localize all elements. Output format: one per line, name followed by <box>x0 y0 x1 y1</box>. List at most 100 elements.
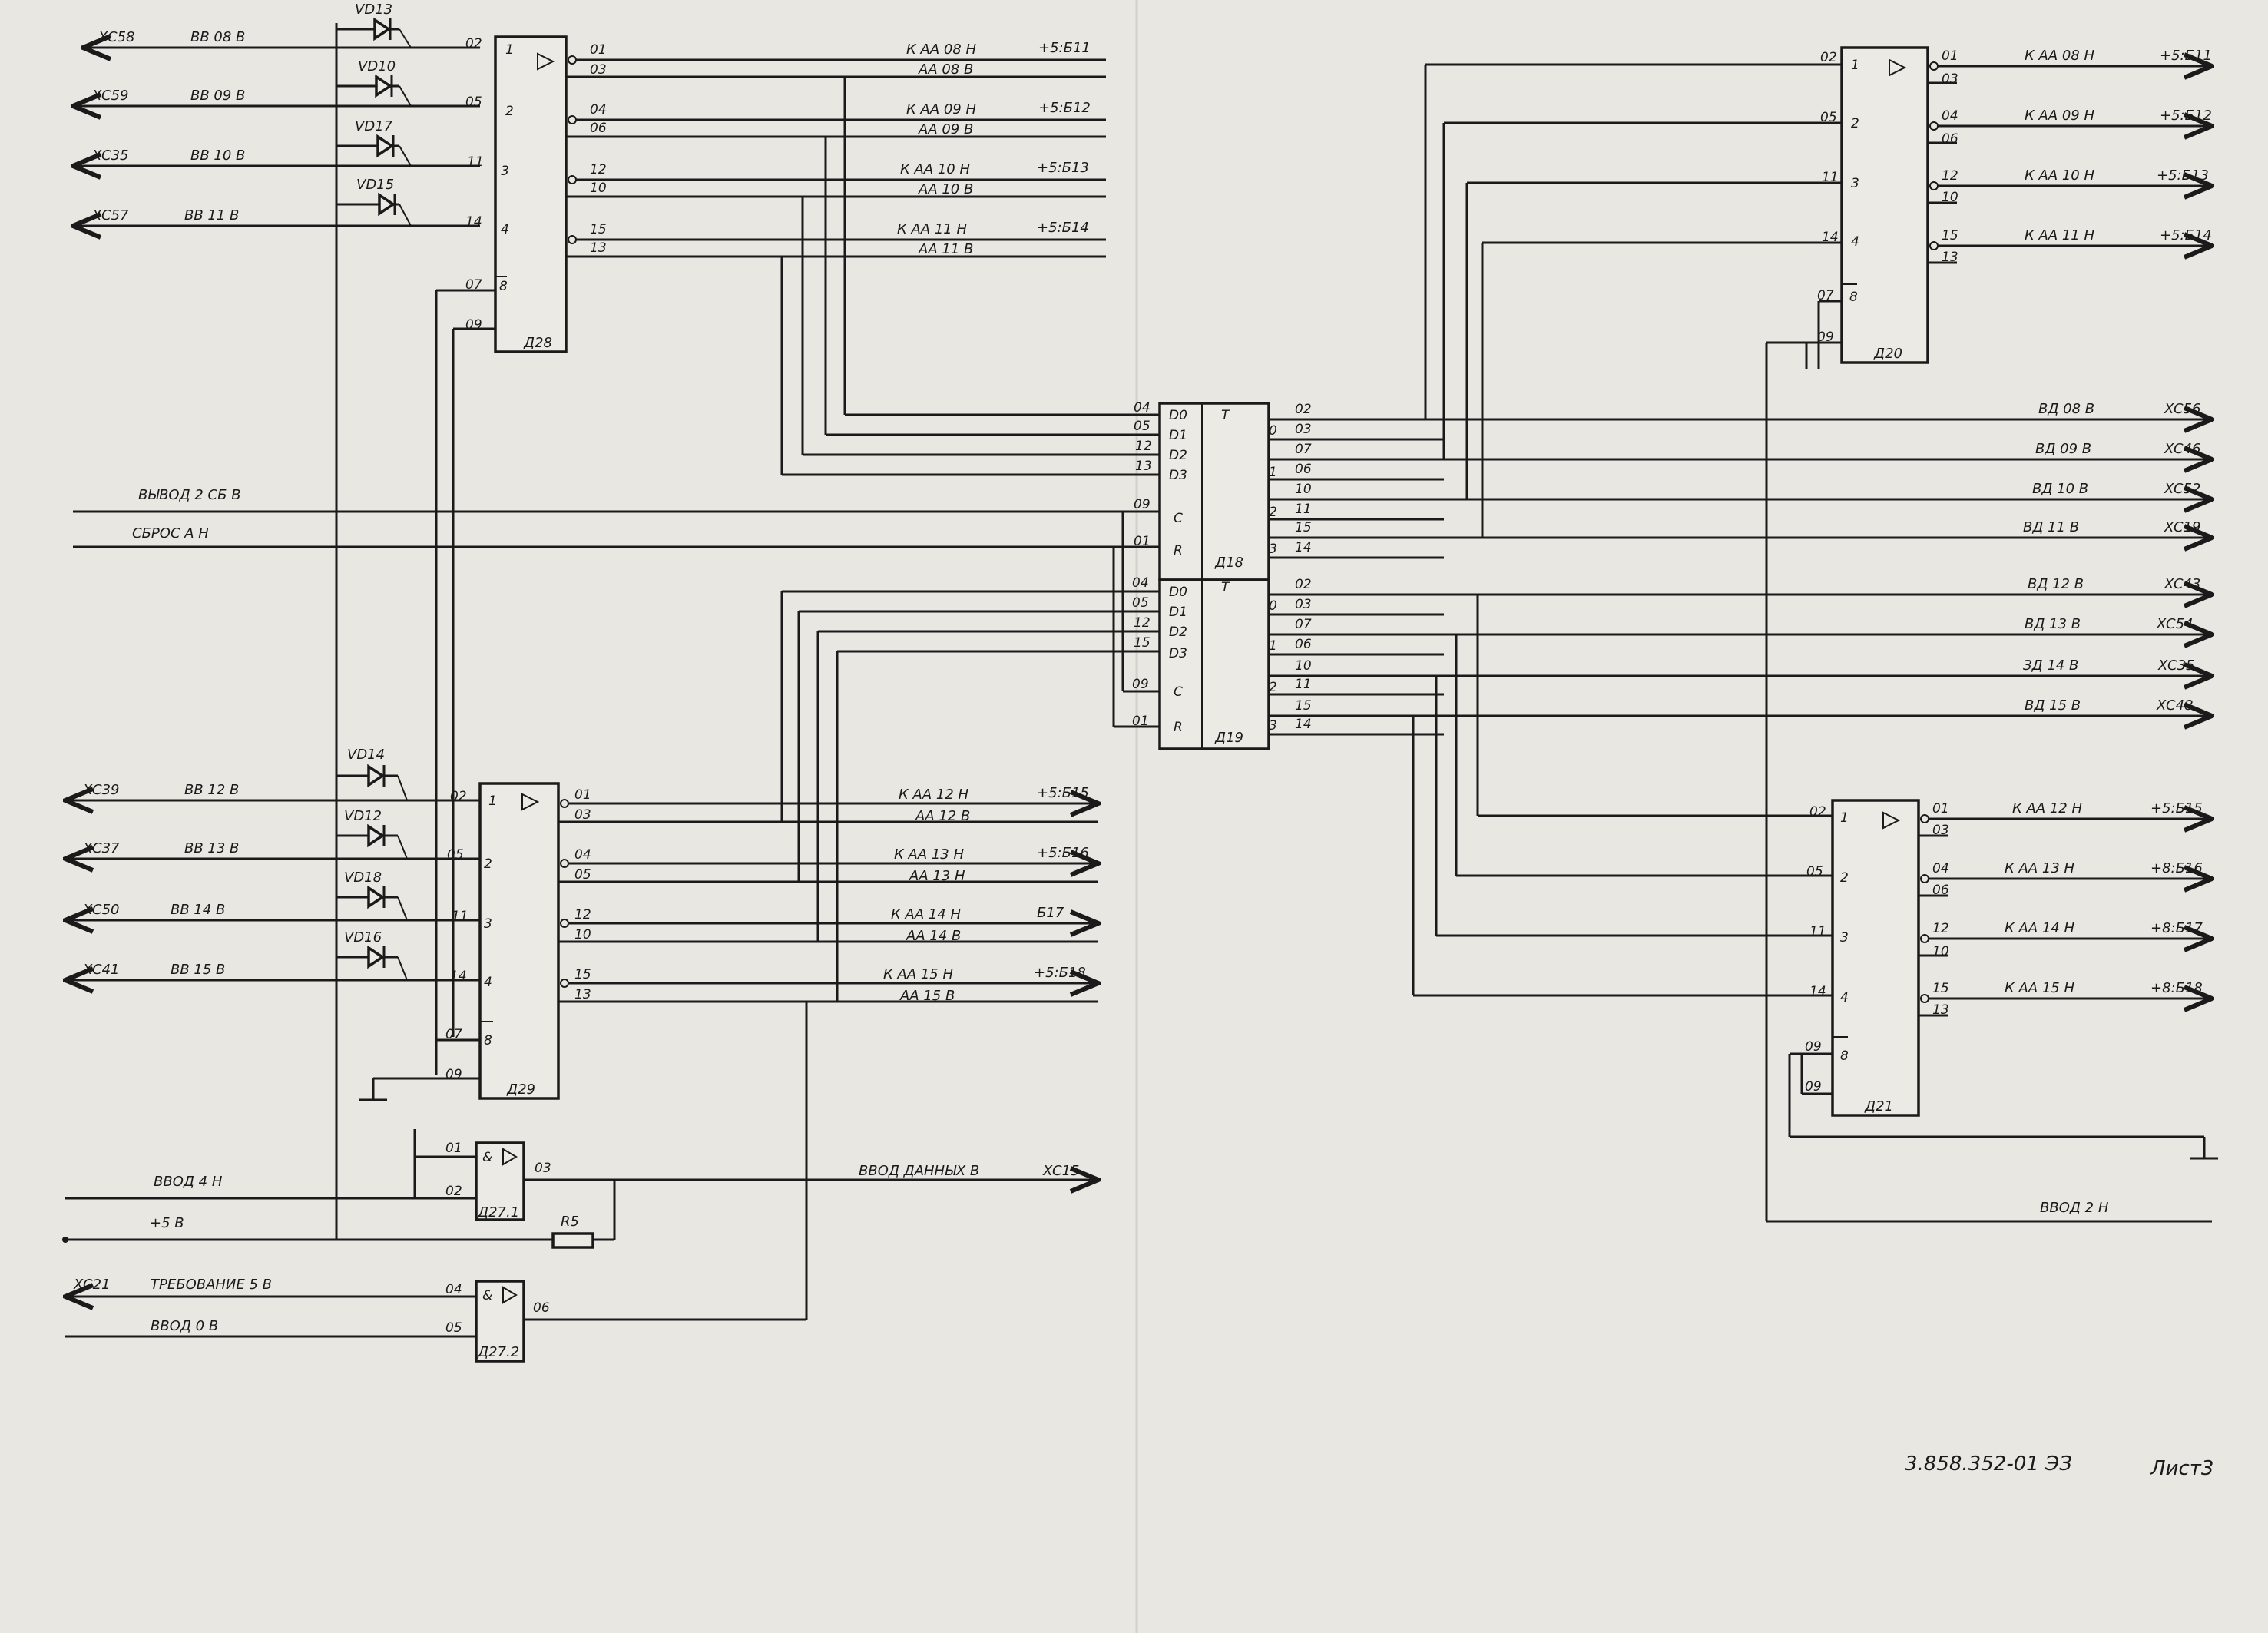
vd-conn-3: XC19 <box>2164 519 2201 535</box>
kaa-left-to-1: +5:Б12 <box>1038 100 1091 116</box>
signal-vvod-data-conn: XC15 <box>1042 1163 1080 1179</box>
kaa-left-a-5: АА 13 Н <box>909 868 965 884</box>
svg-text:D2: D2 <box>1169 624 1187 640</box>
svg-text:2: 2 <box>1851 116 1859 131</box>
kaa-left-k-6: К АА 14 Н <box>891 906 961 922</box>
d271-wires: R5 ВВОД 4 Н +5 В ВВОД ДАННЫХ В XC15 <box>62 1129 1098 1249</box>
svg-text:3: 3 <box>1851 176 1859 191</box>
kaa-right-to-4: +5:Б15 <box>2150 800 2203 816</box>
svg-text:8: 8 <box>499 279 508 294</box>
kaa-right-to-0: +5:Б11 <box>2160 48 2212 64</box>
buffer-icon <box>1889 58 1907 77</box>
svg-text:4: 4 <box>484 975 492 990</box>
svg-text:10: 10 <box>1932 944 1949 959</box>
kaa-left-k-2: К АА 10 Н <box>900 161 970 177</box>
input-signal-5: ВВ 13 В <box>184 840 239 856</box>
buffer-icon <box>521 793 540 811</box>
svg-text:14: 14 <box>450 969 467 984</box>
input-signal-6: ВВ 14 В <box>171 902 225 918</box>
svg-text:06: 06 <box>1295 462 1312 477</box>
diode-label-6: VD18 <box>344 869 382 886</box>
svg-text:07: 07 <box>1295 442 1312 457</box>
input-conn-4: XC39 <box>82 782 120 798</box>
svg-text:10: 10 <box>1295 482 1312 497</box>
kaa-right-to-6: +8:Б17 <box>2150 920 2203 936</box>
svg-text:02: 02 <box>445 1184 462 1199</box>
svg-text:09: 09 <box>445 1067 462 1082</box>
svg-text:10: 10 <box>1942 190 1958 205</box>
svg-text:0: 0 <box>1269 423 1277 439</box>
signal-plus5: +5 В <box>150 1215 184 1231</box>
svg-text:04: 04 <box>1932 861 1949 876</box>
vd-conn-6: XC35 <box>2157 658 2195 674</box>
svg-text:03: 03 <box>1932 823 1949 838</box>
chip-label-d29: Д29 <box>506 1081 535 1098</box>
kaa-right-k-3: К АА 11 Н <box>2025 227 2094 243</box>
svg-text:15: 15 <box>1942 228 1958 243</box>
svg-text:D2: D2 <box>1169 448 1187 463</box>
svg-text:09: 09 <box>465 317 482 333</box>
svg-text:12: 12 <box>1932 921 1949 936</box>
vd-signal-7: ВД 15 В <box>2025 697 2081 714</box>
kaa-left-to-6: Б17 <box>1037 905 1064 921</box>
svg-text:2: 2 <box>505 104 514 119</box>
svg-text:12: 12 <box>1135 439 1152 454</box>
kaa-left-k-5: К АА 13 Н <box>894 846 964 863</box>
d21-enable-wires: ВВОД 2 Н <box>1766 1052 2218 1223</box>
d20-enable-wires <box>1765 300 1842 1221</box>
svg-text:14: 14 <box>1295 717 1312 732</box>
diode-label-7: VD16 <box>344 929 382 946</box>
svg-text:3: 3 <box>1269 718 1277 734</box>
svg-text:D3: D3 <box>1169 646 1187 661</box>
diode-label-4: VD14 <box>347 747 385 763</box>
svg-text:8: 8 <box>1840 1048 1849 1064</box>
input-conn-7: XC41 <box>82 962 120 978</box>
svg-text:D0: D0 <box>1169 408 1187 423</box>
svg-text:01: 01 <box>445 1141 462 1156</box>
d272-wires: XC21 ТРЕБОВАНИЕ 5 В ВВОД 0 В <box>65 1002 808 1338</box>
diode-label-3: VD15 <box>356 177 394 193</box>
svg-text:D3: D3 <box>1169 468 1187 483</box>
svg-text:11: 11 <box>1295 502 1312 517</box>
svg-text:D0: D0 <box>1169 585 1187 600</box>
kaa-left-k-4: К АА 12 Н <box>899 787 968 803</box>
svg-text:15: 15 <box>1134 635 1151 651</box>
svg-text:13: 13 <box>1135 459 1152 474</box>
input-conn-2: XC35 <box>91 147 129 164</box>
svg-text:07: 07 <box>445 1027 462 1042</box>
vd-signal-0: ВД 08 В <box>2038 401 2094 417</box>
svg-text:09: 09 <box>1134 497 1151 512</box>
svg-text:04: 04 <box>1132 575 1149 591</box>
svg-text:13: 13 <box>1932 1002 1949 1018</box>
svg-text:02: 02 <box>450 789 467 804</box>
kaa-right-to-3: +5:Б14 <box>2160 227 2212 243</box>
svg-text:3: 3 <box>484 916 492 932</box>
svg-text:06: 06 <box>590 121 607 136</box>
input-signal-4: ВВ 12 В <box>184 782 239 798</box>
vd-signal-6: ЗД 14 В <box>2023 658 2078 674</box>
buffer-icon <box>1882 811 1901 830</box>
left-bottom-inputs: XC39 ВВ 12 В XC37 ВВ 13 В XC50 ВВ 14 В X… <box>65 782 480 980</box>
svg-text:04: 04 <box>1134 400 1151 416</box>
svg-text:10: 10 <box>1295 658 1312 674</box>
kaa-left-a-3: АА 11 В <box>918 241 973 257</box>
diode-label-0: VD13 <box>355 2 392 18</box>
vd-output-labels: ВД 08 В XC56 ВД 09 В XC46 ВД 10 В XC52 В… <box>2023 401 2201 714</box>
vd-conn-0: XC56 <box>2164 401 2201 417</box>
resistor-r5 <box>551 1232 594 1249</box>
svg-text:12: 12 <box>1942 168 1958 184</box>
kaa-left-k-0: К АА 08 Н <box>906 41 976 58</box>
kaa-left-k-7: К АА 15 Н <box>883 966 953 982</box>
signal-trebovanie: ТРЕБОВАНИЕ 5 В <box>151 1277 272 1293</box>
svg-text:R: R <box>1174 543 1183 558</box>
svg-text:01: 01 <box>590 42 607 58</box>
signal-sbros: СБРОС А Н <box>132 525 209 542</box>
vd-signal-5: ВД 13 В <box>2025 616 2081 632</box>
kaa-left-to-7: +5:Б18 <box>1034 965 1086 981</box>
